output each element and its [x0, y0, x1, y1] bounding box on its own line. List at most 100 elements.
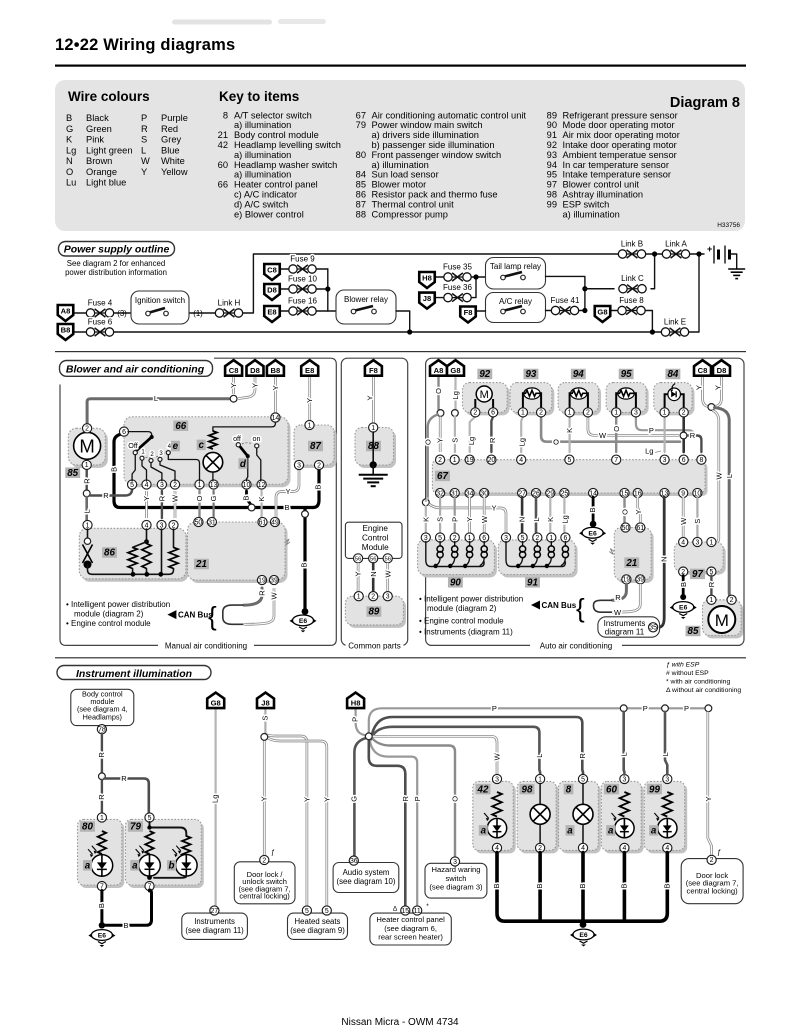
svg-text:Compressor pump: Compressor pump	[372, 209, 448, 219]
svg-text:diagram 11: diagram 11	[605, 628, 645, 637]
svg-text:Y: Y	[259, 796, 268, 801]
svg-text:3: 3	[495, 776, 499, 783]
svg-text:14: 14	[589, 490, 597, 497]
svg-text:W: W	[270, 592, 279, 600]
svg-text:G8: G8	[450, 366, 460, 375]
svg-text:2: 2	[453, 535, 457, 542]
svg-text:2: 2	[85, 426, 89, 433]
svg-text:79: 79	[130, 822, 141, 833]
svg-text:2: 2	[262, 857, 266, 864]
svg-text:Fuse 9: Fuse 9	[290, 255, 315, 264]
svg-text:c: c	[198, 440, 204, 451]
svg-text:Fuse 16: Fuse 16	[288, 297, 317, 306]
svg-text:88: 88	[356, 209, 366, 219]
svg-text:B: B	[492, 883, 501, 888]
svg-text:(1): (1)	[193, 309, 203, 318]
svg-text:a) illumination: a) illumination	[372, 160, 429, 170]
svg-text:31: 31	[451, 490, 459, 497]
svg-text:module (diagram 2): module (diagram 2)	[427, 604, 497, 613]
svg-text:B: B	[588, 507, 597, 512]
svg-text:CAN Bus: CAN Bus	[542, 601, 577, 610]
svg-text:95: 95	[621, 369, 632, 380]
svg-text:Heater control panel: Heater control panel	[376, 915, 445, 924]
svg-text:Lg: Lg	[66, 145, 76, 155]
svg-text:2: 2	[535, 535, 539, 542]
svg-text:G: G	[349, 796, 358, 802]
svg-text:1: 1	[538, 776, 542, 783]
svg-text:Heated seats: Heated seats	[295, 917, 341, 926]
svg-text:85: 85	[688, 626, 699, 637]
svg-text:Lg: Lg	[467, 437, 476, 445]
svg-text:rear screen heater): rear screen heater)	[378, 933, 443, 942]
svg-text:Diagram 8: Diagram 8	[670, 95, 740, 111]
svg-text:Resistor pack and thermo fuse: Resistor pack and thermo fuse	[372, 190, 498, 200]
svg-text:20: 20	[488, 457, 496, 464]
svg-text:79: 79	[356, 120, 366, 130]
svg-text:84: 84	[667, 369, 678, 380]
svg-text:R: R	[258, 590, 267, 596]
svg-text:a) illumination: a) illumination	[234, 170, 291, 180]
svg-text:Lg: Lg	[561, 515, 570, 523]
svg-text:R: R	[578, 753, 587, 759]
svg-text:K: K	[257, 496, 266, 501]
svg-text:Link A: Link A	[665, 240, 687, 249]
svg-text:Power supply outline: Power supply outline	[64, 244, 170, 256]
svg-text:d: d	[240, 459, 247, 470]
svg-text:O: O	[434, 388, 443, 394]
svg-text:1: 1	[308, 422, 312, 429]
svg-text:Y: Y	[302, 797, 311, 802]
svg-text:Blower control unit: Blower control unit	[563, 180, 640, 190]
svg-text:Y: Y	[251, 383, 260, 388]
svg-text:J8: J8	[261, 699, 269, 708]
svg-text:3: 3	[665, 776, 669, 783]
svg-text:5: 5	[148, 815, 152, 822]
svg-text:80: 80	[82, 822, 93, 833]
svg-text:A8: A8	[61, 307, 71, 316]
svg-text:G: G	[66, 124, 73, 134]
svg-text:• Engine control module: • Engine control module	[419, 617, 504, 626]
svg-text:• Intelligent power distributi: • Intelligent power distribution	[419, 595, 523, 604]
svg-text:94: 94	[573, 369, 584, 380]
svg-text:Intake temperature sensor: Intake temperature sensor	[563, 170, 672, 180]
svg-text:2: 2	[681, 569, 685, 576]
svg-text:F8: F8	[369, 366, 378, 375]
svg-text:1: 1	[100, 815, 104, 822]
svg-text:W: W	[493, 752, 502, 760]
svg-text:P: P	[351, 717, 360, 722]
svg-text:Fuse 6: Fuse 6	[88, 318, 113, 327]
svg-text:a: a	[651, 826, 657, 837]
svg-text:E6: E6	[98, 933, 107, 940]
svg-text:R: R	[401, 796, 410, 802]
svg-text:O: O	[553, 437, 559, 446]
svg-text:Nissan Micra - OWM 4734: Nissan Micra - OWM 4734	[341, 1017, 459, 1028]
svg-text:4: 4	[145, 522, 149, 529]
svg-text:Fuse 36: Fuse 36	[443, 283, 472, 292]
svg-text:Link H: Link H	[218, 299, 241, 308]
svg-text:Y: Y	[714, 385, 723, 390]
svg-text:95: 95	[547, 170, 557, 180]
svg-text:9: 9	[681, 490, 685, 497]
svg-text:a) drivers side illumination: a) drivers side illumination	[372, 130, 479, 140]
svg-text:34: 34	[466, 490, 474, 497]
svg-text:Lg: Lg	[518, 438, 527, 446]
svg-text:6: 6	[482, 535, 486, 542]
svg-text:56: 56	[355, 557, 361, 563]
svg-text:1: 1	[371, 425, 375, 432]
svg-text:Fuse 10: Fuse 10	[288, 275, 317, 284]
svg-text:G8: G8	[211, 699, 221, 708]
svg-text:c) A/C indicator: c) A/C indicator	[234, 190, 297, 200]
svg-text:S: S	[693, 519, 702, 524]
svg-text:power distribution information: power distribution information	[65, 268, 167, 277]
svg-text:Module: Module	[362, 543, 389, 552]
svg-text:5: 5	[567, 457, 571, 464]
svg-text:M: M	[79, 435, 94, 456]
svg-text:3: 3	[622, 776, 626, 783]
svg-text:M: M	[480, 389, 489, 401]
svg-text:K: K	[546, 517, 555, 522]
svg-text:2: 2	[538, 845, 542, 852]
svg-text:d) A/C switch: d) A/C switch	[234, 199, 288, 209]
svg-text:6: 6	[563, 535, 567, 542]
svg-text:F8: F8	[464, 308, 473, 317]
svg-text:Audio system: Audio system	[343, 868, 390, 877]
svg-text:3: 3	[297, 462, 301, 469]
